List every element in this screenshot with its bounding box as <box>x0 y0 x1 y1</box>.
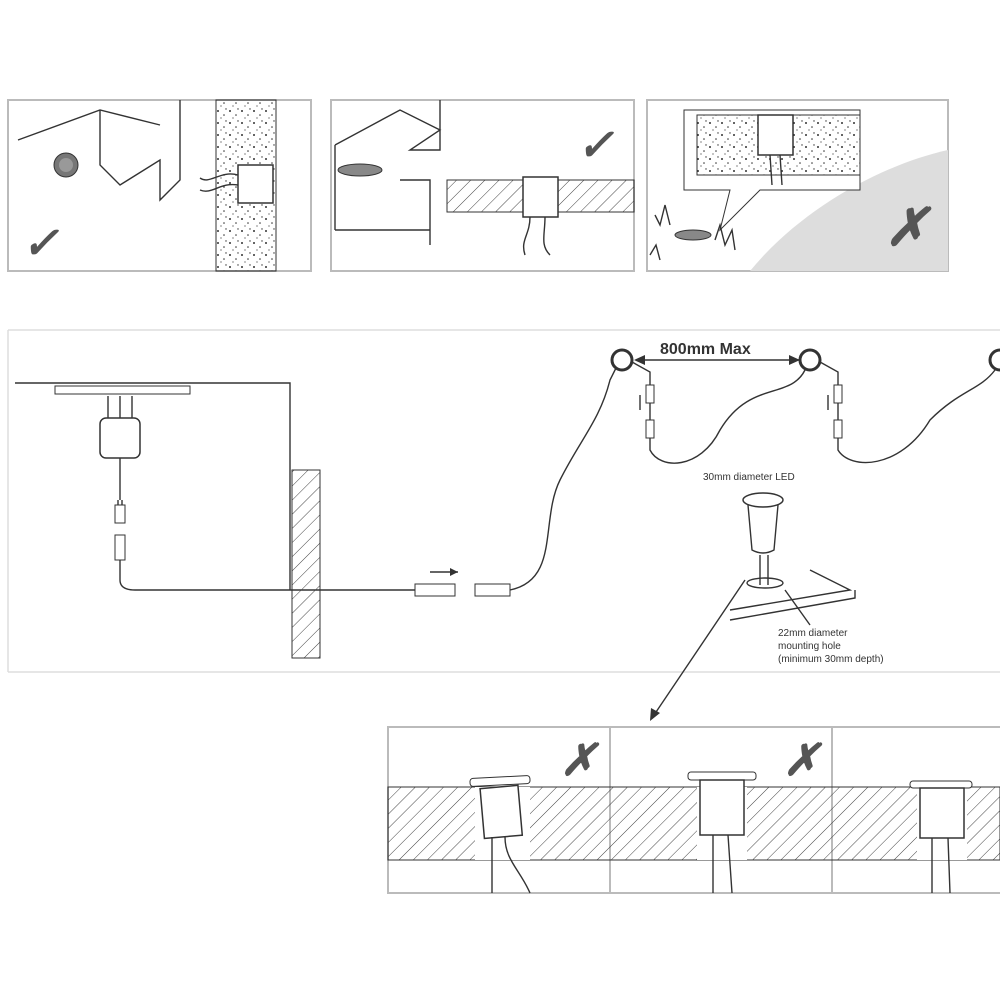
wiring-section: 800mm Max 30mm diameter LED 22mm diamete… <box>7 329 1000 721</box>
top-panel-ground-mount: ✗ <box>646 99 949 272</box>
x-mark-icon: ✗ <box>783 736 823 785</box>
x-mark-icon: ✗ <box>885 199 932 257</box>
mounting-hole-label: 22mm diameter mounting hole (minimum 30m… <box>778 628 884 665</box>
top-panel-wall-mount: ✓ <box>7 99 312 272</box>
spacing-label: 800mm Max <box>660 341 751 358</box>
bottom-panels: ✗ ✗ <box>387 726 1000 894</box>
check-mark-icon: ✓ <box>22 219 60 268</box>
power-adapter <box>99 396 420 591</box>
bottom-panel-1: ✗ <box>469 736 600 894</box>
top-panel-step-mount: ✓ <box>330 99 635 272</box>
led-detail <box>729 492 856 626</box>
x-mark-icon: ✗ <box>560 736 600 785</box>
led-diameter-label: 30mm diameter LED <box>703 472 795 483</box>
check-mark-icon: ✓ <box>577 121 615 170</box>
bottom-panel-3 <box>909 780 973 894</box>
bottom-panel-2: ✗ <box>687 736 823 894</box>
